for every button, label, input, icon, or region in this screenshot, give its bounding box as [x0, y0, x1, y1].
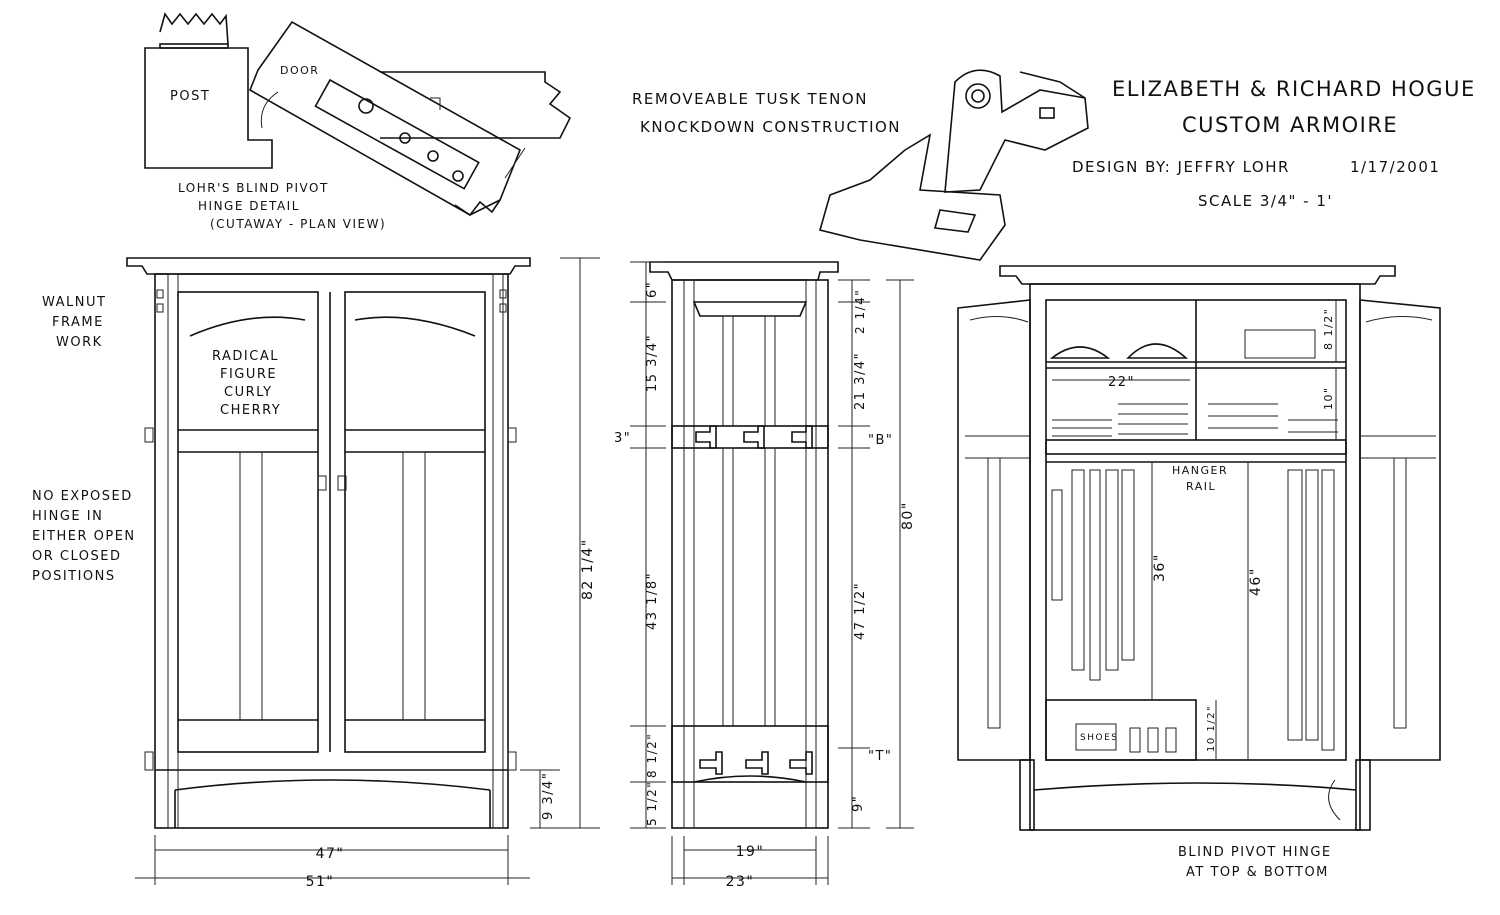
- open-dim-shelf-gap: 10": [1322, 386, 1335, 410]
- open-dim-hang-right: 46": [1248, 567, 1264, 596]
- title-block: ELIZABETH & RICHARD HOGUE CUSTOM ARMOIRE…: [1072, 77, 1476, 210]
- note-walnut-2: FRAME: [52, 315, 104, 330]
- note-hinge-1: NO EXPOSED: [32, 489, 133, 504]
- side-dim-lower-panel: 43 1/8": [645, 572, 660, 630]
- pivot-note-1: BLIND PIVOT HINGE: [1178, 845, 1332, 860]
- note-walnut-1: WALNUT: [42, 295, 106, 310]
- hinge-detail: POST DOOR LOHR'S BLIND PIVOT HINGE DETAI…: [144, 12, 572, 231]
- open-dim-shoe-shelf: 10 1/2": [1206, 705, 1217, 752]
- note-walnut-3: WORK: [56, 335, 103, 350]
- title-project: CUSTOM ARMOIRE: [1182, 113, 1398, 137]
- tenon-caption-1: REMOVEABLE TUSK TENON: [632, 90, 868, 108]
- note-hinge-2: HINGE IN: [32, 509, 103, 524]
- side-dim-total: 80": [900, 501, 916, 530]
- shoes-label: SHOES: [1080, 733, 1118, 743]
- side-dim-r-lower: 47 1/2": [853, 582, 868, 640]
- note-hinge-5: POSITIONS: [32, 569, 116, 584]
- title-scale: SCALE 3/4" - 1': [1198, 192, 1333, 210]
- door-label: DOOR: [280, 64, 319, 77]
- note-hinge-4: OR CLOSED: [32, 549, 121, 564]
- side-dim-top: 6": [645, 281, 660, 298]
- open-dim-hang-left: 36": [1152, 553, 1168, 582]
- pivot-note-2: AT TOP & BOTTOM: [1186, 865, 1329, 880]
- side-view: 6" 15 3/4" 3" 43 1/8" 8 1/2" 5 1/2" 2 1/…: [614, 261, 916, 890]
- open-dim-top-shelf: 8 1/2": [1322, 308, 1335, 350]
- note-cherry-3: CURLY: [224, 385, 273, 400]
- tenon-detail: REMOVEABLE TUSK TENON KNOCKDOWN CONSTRUC…: [632, 69, 1089, 261]
- front-dim-outer-width: 51": [306, 874, 335, 890]
- side-dim-r-upper: 21 3/4": [853, 352, 868, 410]
- open-view: SHOES 22" 8 1/2" 10" HANGER RAIL 36" 46"…: [957, 265, 1441, 880]
- title-client: ELIZABETH & RICHARD HOGUE: [1112, 77, 1476, 101]
- side-dim-outer-width: 23": [726, 874, 755, 890]
- side-dim-rail: 3": [614, 431, 631, 446]
- side-dim-r-rail-label: "B": [868, 433, 893, 448]
- front-dim-inner-width: 47": [316, 846, 345, 862]
- front-view: WALNUT FRAME WORK RADICAL FIGURE CURLY C…: [32, 257, 600, 890]
- side-dim-r-base-label: "T": [868, 749, 892, 764]
- front-dim-height: 82 1/4": [580, 538, 596, 600]
- title-date: 1/17/2001: [1350, 158, 1440, 176]
- open-dim-shelf-width: 22": [1108, 375, 1135, 390]
- note-cherry-1: RADICAL: [212, 349, 279, 364]
- side-dim-r-base: 9": [851, 795, 866, 812]
- hinge-caption-3: (CUTAWAY - PLAN VIEW): [210, 217, 386, 231]
- hinge-caption-1: LOHR'S BLIND PIVOT: [178, 181, 329, 195]
- tenon-caption-2: KNOCKDOWN CONSTRUCTION: [640, 118, 901, 136]
- side-dim-r-top: 2 1/4": [853, 289, 867, 334]
- note-cherry-4: CHERRY: [220, 403, 281, 418]
- hanger-label-2: RAIL: [1186, 480, 1216, 493]
- front-dim-base: 9 3/4": [541, 772, 556, 820]
- side-dim-upper-panel: 15 3/4": [645, 334, 660, 392]
- side-dim-foot: 5 1/2": [645, 781, 659, 826]
- title-designer: DESIGN BY: JEFFRY LOHR: [1072, 158, 1290, 176]
- hanger-label-1: HANGER: [1172, 464, 1228, 477]
- note-cherry-2: FIGURE: [220, 367, 277, 382]
- side-dim-bottom-rail: 8 1/2": [645, 733, 659, 778]
- post-label: POST: [170, 89, 210, 104]
- note-hinge-3: EITHER OPEN: [32, 529, 136, 544]
- hinge-caption-2: HINGE DETAIL: [198, 199, 300, 213]
- side-dim-inner-width: 19": [736, 844, 765, 860]
